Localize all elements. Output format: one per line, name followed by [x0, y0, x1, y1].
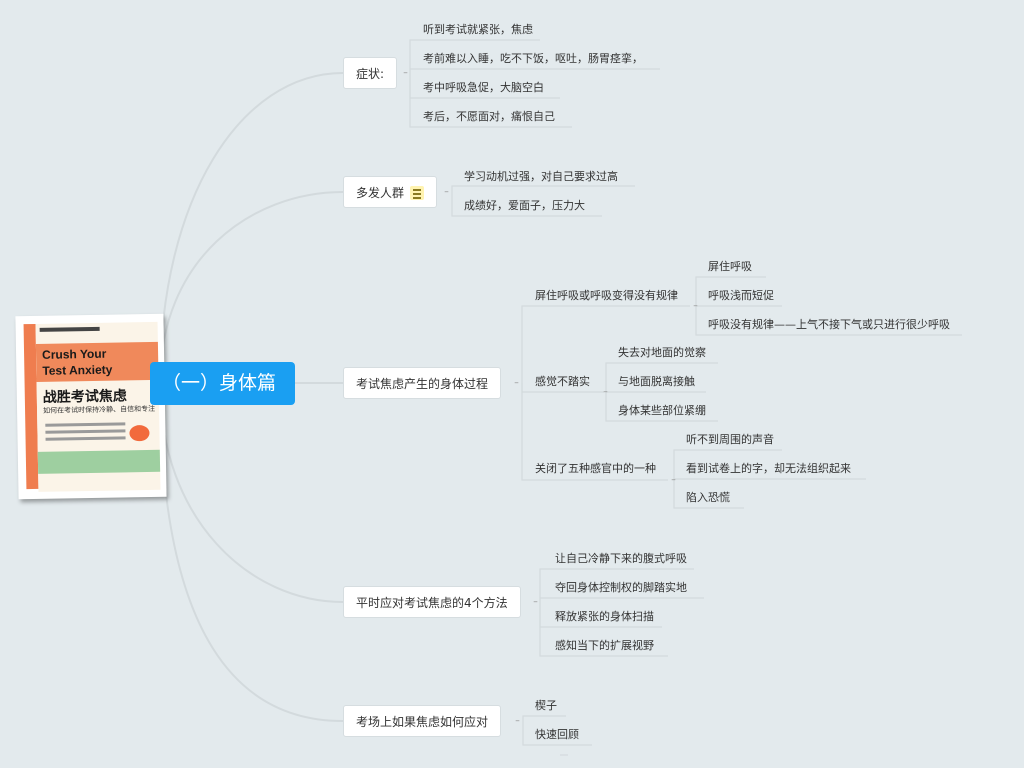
- leaf-senses-2[interactable]: 看到试卷上的字，却无法组织起来: [686, 458, 851, 480]
- collapse-toggle[interactable]: –: [669, 476, 678, 485]
- subtopic-ungrounded[interactable]: 感觉不踏实: [535, 371, 590, 393]
- root-topic[interactable]: （一）身体篇: [150, 362, 295, 405]
- branch-exam-coping[interactable]: 考场上如果焦虑如何应对: [343, 705, 501, 737]
- collapse-toggle[interactable]: –: [601, 388, 610, 397]
- subtopic-breathing[interactable]: 屏住呼吸或呼吸变得没有规律: [535, 285, 678, 307]
- book-front: Crush Your Test Anxiety 战胜考试焦虑 如何在考试时保持冷…: [36, 322, 161, 492]
- collapse-toggle[interactable]: –: [691, 302, 700, 311]
- branch-high-risk-groups[interactable]: 多发人群: [343, 176, 437, 208]
- book-badge: [129, 425, 149, 441]
- subtopic-senses[interactable]: 关闭了五种感官中的一种: [535, 458, 656, 480]
- leaf-breathing-3[interactable]: 呼吸没有规律——上气不接下气或只进行很少呼吸: [708, 314, 950, 336]
- leaf-ungrounded-3[interactable]: 身体某些部位紧绷: [618, 400, 706, 422]
- book-cover-image: Crush Your Test Anxiety 战胜考试焦虑 如何在考试时保持冷…: [15, 314, 166, 500]
- book-subtitle: 如何在考试时保持冷静、自信和专注: [43, 404, 155, 416]
- leaf-ungrounded-2[interactable]: 与地面脱离接触: [618, 371, 695, 393]
- leaf-breathing-1[interactable]: 屏住呼吸: [708, 256, 752, 278]
- leaf-method-2[interactable]: 夺回身体控制权的脚踏实地: [555, 577, 687, 599]
- branch-symptoms[interactable]: 症状:: [343, 57, 397, 89]
- collapse-toggle[interactable]: –: [401, 69, 410, 78]
- leaf-ungrounded-1[interactable]: 失去对地面的觉察: [618, 342, 706, 364]
- leaf-coping-2[interactable]: 快速回顾: [535, 724, 579, 746]
- leaf-method-4[interactable]: 感知当下的扩展视野: [555, 635, 654, 657]
- leaf-coping-1[interactable]: 楔子: [535, 695, 557, 717]
- leaf-group-2[interactable]: 成绩好，爱面子，压力大: [464, 195, 585, 217]
- branch-daily-methods[interactable]: 平时应对考试焦虑的4个方法: [343, 586, 521, 618]
- leaf-symptom-4[interactable]: 考后，不愿面对，痛恨自己: [423, 106, 555, 128]
- collapse-toggle[interactable]: –: [512, 379, 521, 388]
- leaf-method-1[interactable]: 让自己冷静下来的腹式呼吸: [555, 548, 687, 570]
- branch-label: 多发人群: [356, 186, 404, 200]
- leaf-senses-3[interactable]: 陷入恐慌: [686, 487, 730, 509]
- collapse-toggle[interactable]: –: [531, 598, 540, 607]
- collapse-toggle[interactable]: –: [442, 188, 451, 197]
- leaf-senses-1[interactable]: 听不到周围的声音: [686, 429, 774, 451]
- leaf-symptom-2[interactable]: 考前难以入睡，吃不下饭，呕吐，肠胃痉挛，: [423, 48, 643, 70]
- book-feature-list: [45, 418, 125, 444]
- book-bottom-band: [38, 450, 160, 474]
- branch-body-process[interactable]: 考试焦虑产生的身体过程: [343, 367, 501, 399]
- leaf-breathing-2[interactable]: 呼吸浅而短促: [708, 285, 774, 307]
- leaf-symptom-1[interactable]: 听到考试就紧张，焦虑: [423, 19, 533, 41]
- notes-icon[interactable]: [410, 186, 424, 200]
- leaf-method-3[interactable]: 释放紧张的身体扫描: [555, 606, 654, 628]
- book-title-en-2: Test Anxiety: [42, 363, 112, 378]
- leaf-group-1[interactable]: 学习动机过强，对自己要求过高: [464, 166, 618, 188]
- book-title-en-1: Crush Your: [42, 347, 106, 362]
- collapse-toggle[interactable]: –: [513, 717, 522, 726]
- leaf-symptom-3[interactable]: 考中呼吸急促，大脑空白: [423, 77, 544, 99]
